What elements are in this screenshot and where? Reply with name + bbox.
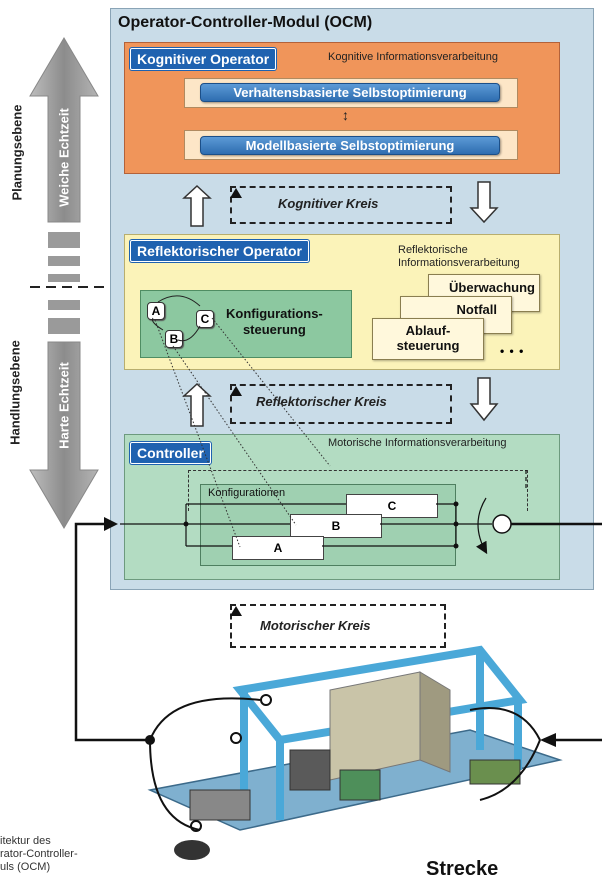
controller-dashed-frame xyxy=(188,470,528,511)
state-node-a: A xyxy=(147,302,165,320)
strecke-label: Strecke xyxy=(426,858,499,880)
controller-tag: Controller xyxy=(130,442,211,464)
kognitive-info-label: Kognitive Informationsverarbeitung xyxy=(328,51,498,63)
down-arrow-reflektorisch xyxy=(469,377,499,422)
reflektorischer-operator-tag: Reflektorischer Operator xyxy=(130,240,309,262)
motorisch-loop-arrow xyxy=(230,606,242,616)
kognitiv-loop-arrow xyxy=(230,188,242,198)
separator-bar xyxy=(48,232,80,248)
vehicle-box xyxy=(289,749,331,791)
vehicle-component xyxy=(469,759,521,785)
plant-input-arrow xyxy=(540,733,556,747)
kognitiver-operator-tag: Kognitiver Operator xyxy=(130,48,277,70)
junction-dot xyxy=(453,521,459,527)
reflektorischer-kreis-loop xyxy=(230,384,452,424)
vehicle-wheel xyxy=(174,840,210,860)
input-arrow xyxy=(104,517,118,531)
node-cycle-arrow xyxy=(152,295,201,342)
kognitiver-kreis-loop xyxy=(230,186,452,224)
verhaltensbasierte-optimierung-box: Verhaltensbasierte Selbstoptimierung xyxy=(200,83,500,102)
harte-echtzeit-arrow xyxy=(29,341,99,529)
bidirectional-arrow-icon: ↕ xyxy=(342,107,349,123)
vehicle-box xyxy=(339,769,381,801)
separator-bar xyxy=(48,318,80,334)
sensor-point xyxy=(190,820,202,832)
caption-line3: uls (OCM) xyxy=(0,861,51,873)
feedback-loop xyxy=(74,522,150,742)
config-box-b: B xyxy=(290,514,382,538)
motorischer-kreis-loop xyxy=(230,604,446,648)
state-node-b: B xyxy=(165,330,183,348)
down-arrow-kognitiv xyxy=(469,181,499,224)
junction-dot xyxy=(183,521,189,527)
modellbasierte-optimierung-box: Modellbasierte Selbstoptimierung xyxy=(200,136,500,155)
reflektorische-info-label: Reflektorische Informationsverarbeitung xyxy=(398,244,520,270)
konfig-line2: steuerung xyxy=(242,322,306,337)
sensor-cable xyxy=(149,697,261,741)
reflektorisch-loop-arrow xyxy=(230,386,242,396)
reflektorische-info-line2: Informationsverarbeitung xyxy=(398,257,520,269)
junction-dot xyxy=(453,501,459,507)
vehicle-component xyxy=(189,789,251,821)
vehicle-cabinet-side xyxy=(419,671,451,773)
junction-dot xyxy=(453,543,459,549)
more-dots: • • • xyxy=(500,344,525,358)
reflektorischer-kreis-label: Reflektorischer Kreis xyxy=(256,394,387,409)
side-arrows-graphic xyxy=(29,37,110,529)
ablauf-line1: Ablauf- xyxy=(405,323,451,338)
ocm-title: Operator-Controller-Modul (OCM) xyxy=(118,14,373,31)
reflektorische-info-line1: Reflektorische xyxy=(398,244,468,256)
dotted-link-c xyxy=(211,317,331,467)
up-arrow-kognitiv xyxy=(182,184,212,227)
up-arrow-reflektorisch xyxy=(182,382,212,427)
ablauf-line2: steuerung xyxy=(396,338,460,353)
motorischer-kreis-label: Motorischer Kreis xyxy=(260,618,371,633)
konfig-line1: Konfigurations- xyxy=(226,306,323,321)
sensor-point xyxy=(230,732,242,744)
separator-bar xyxy=(48,274,80,282)
ablaufsteuerung-box: Ablauf- steuerung xyxy=(372,318,484,360)
switch-node xyxy=(492,514,512,534)
separator-bar xyxy=(48,300,80,310)
konfigurationssteuerung-label: Konfigurations- steuerung xyxy=(226,306,323,338)
kognitiver-kreis-label: Kognitiver Kreis xyxy=(278,196,379,211)
vehicle-graphic xyxy=(147,645,563,860)
caption-line2: rator-Controller- xyxy=(0,848,78,860)
motorische-info-label: Motorische Informationsverarbeitung xyxy=(328,437,507,449)
dotted-link-b xyxy=(172,345,297,526)
actuator-cable xyxy=(479,739,541,801)
konfigurationen-label: Konfigurationen xyxy=(208,487,286,499)
dotted-link-a xyxy=(154,319,241,548)
figure-caption: itektur des rator-Controller- uls (OCM) xyxy=(0,835,78,874)
sensor-point xyxy=(260,694,272,706)
weiche-echtzeit-arrow xyxy=(29,37,99,223)
sensor-cable xyxy=(149,739,201,831)
config-box-a: A xyxy=(232,536,324,560)
caption-line1: itektur des xyxy=(0,835,51,847)
sensor-point xyxy=(145,735,155,745)
state-node-c: C xyxy=(196,310,214,328)
separator-bar xyxy=(48,256,80,266)
switch-arc xyxy=(476,497,488,555)
actuator-cable xyxy=(469,707,541,741)
